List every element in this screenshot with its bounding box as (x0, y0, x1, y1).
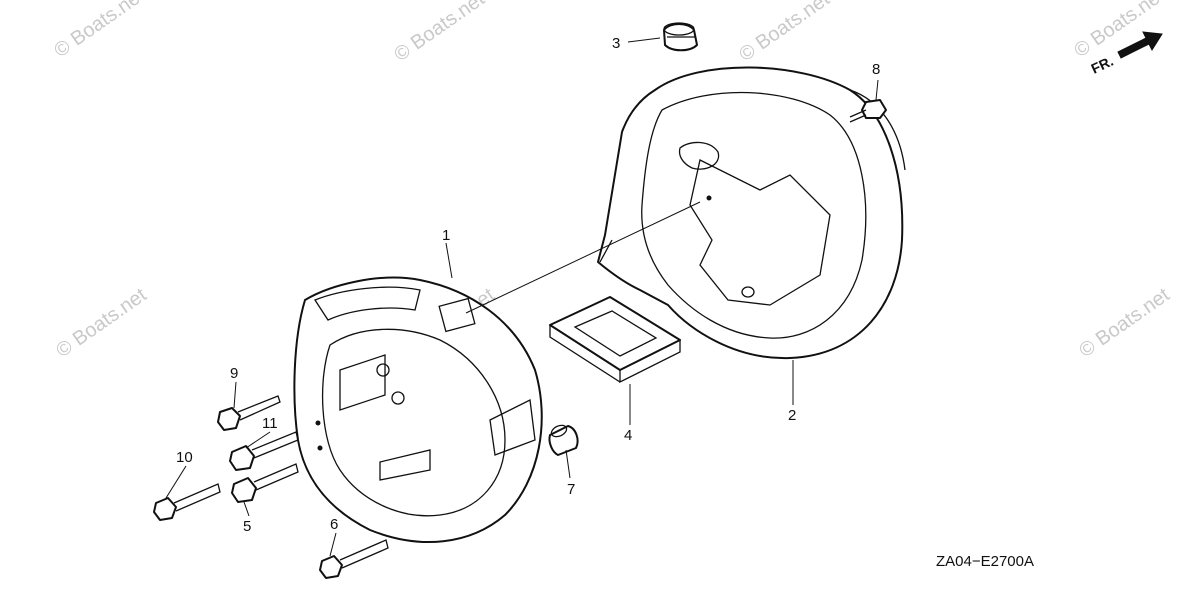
callout-6: 6 (330, 516, 338, 533)
part-4-gasket (549, 296, 681, 384)
callout-7: 7 (567, 481, 575, 498)
watermark: © Boats.net (50, 0, 149, 62)
leader-lines (165, 37, 879, 557)
callout-8: 8 (872, 61, 880, 78)
part-6-bolt (319, 539, 389, 579)
callout-4: 4 (624, 427, 632, 444)
part-5-bolt (231, 463, 299, 503)
callout-3: 3 (612, 35, 620, 52)
part-3-plug (663, 22, 698, 52)
watermark: © Boats.net (735, 0, 834, 66)
callout-1: 1 (442, 227, 450, 244)
part-8-bolt (849, 99, 887, 123)
watermark: © Boats.net (52, 284, 151, 362)
callout-2: 2 (788, 407, 796, 424)
part-10-bolt (153, 483, 221, 521)
direction-label: FR. (1089, 53, 1116, 77)
part-1-fan-housing (293, 276, 543, 543)
watermark: © Boats.net (1075, 284, 1174, 362)
callout-10: 10 (176, 449, 193, 466)
watermark: © Boats.net (390, 0, 489, 66)
callout-5: 5 (243, 518, 251, 535)
callout-11: 11 (262, 415, 278, 432)
part-7-grommet (548, 424, 579, 456)
callout-9: 9 (230, 365, 238, 382)
part-11-bolt (229, 431, 299, 471)
front-arrow-icon (1117, 31, 1163, 59)
drawing-code: ZA04−E2700A (936, 553, 1034, 570)
callout-labels: 1 2 3 4 5 6 7 8 9 10 11 (176, 35, 880, 535)
part-2-shroud (597, 66, 906, 360)
part-9-bolt (217, 395, 281, 431)
